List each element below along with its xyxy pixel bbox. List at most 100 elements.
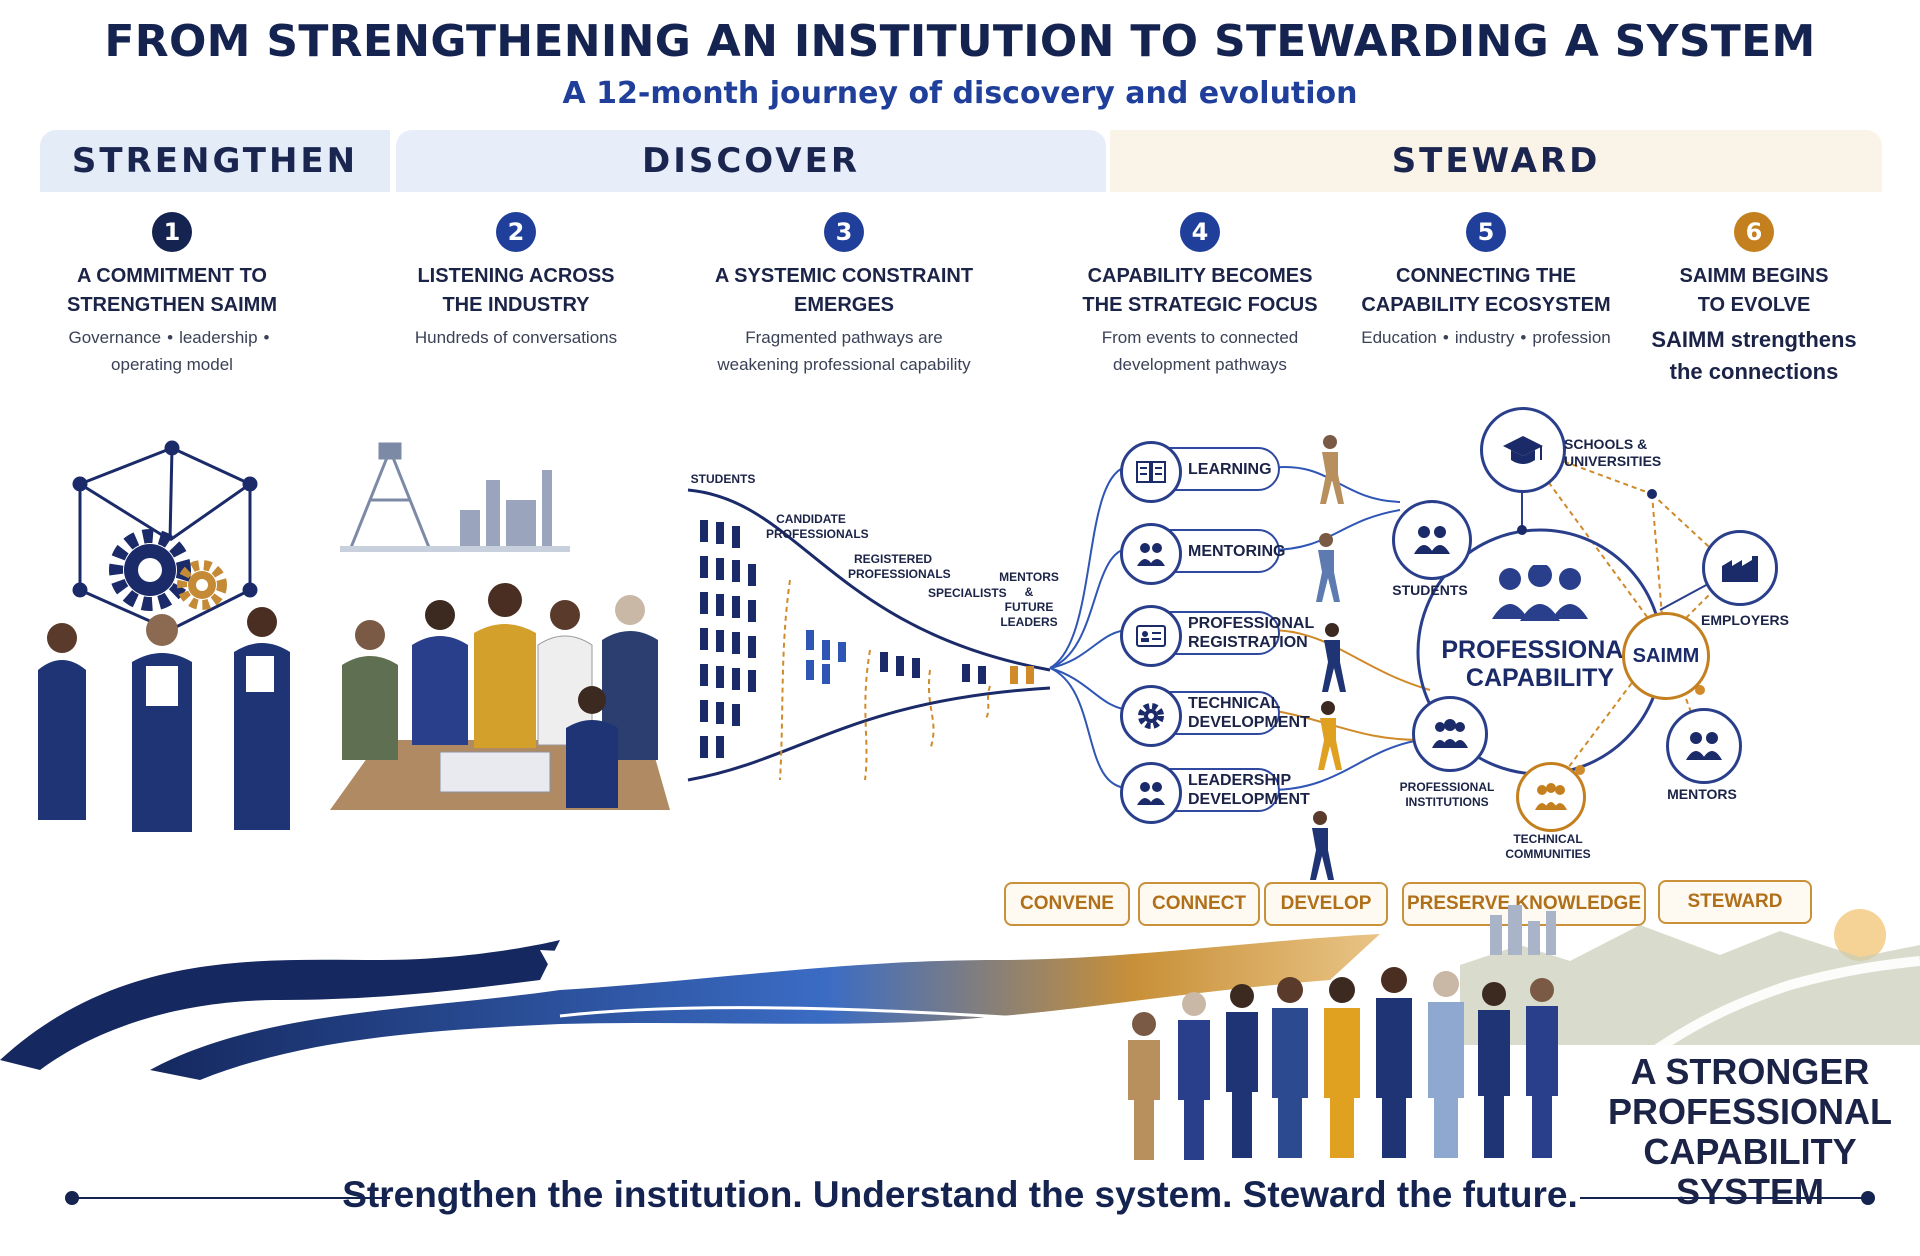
hub-label-line: PROFESSIONAL xyxy=(1441,636,1639,664)
candidates-icon xyxy=(806,630,846,684)
mentors-icon xyxy=(1010,666,1034,684)
crowd-illustration xyxy=(1128,967,1558,1160)
pathway-label-line: PROFESSIONAL xyxy=(1188,615,1315,632)
city-skyline-icon xyxy=(1490,905,1556,955)
node-label-line: COMMUNITIES xyxy=(1505,847,1591,861)
step-heading-line: A SYSTEMIC CONSTRAINT xyxy=(714,265,974,287)
step-heading-line: THE STRATEGIC FOCUS xyxy=(1082,294,1318,316)
listening-illustration xyxy=(330,442,670,810)
pathway-label: MENTORING xyxy=(1188,542,1285,561)
node-label-line: UNIVERSITIES xyxy=(1564,453,1662,469)
step-description-line: weakening professional capability xyxy=(717,355,971,374)
specialists-icon xyxy=(962,664,986,684)
hub-icon-box xyxy=(1470,563,1610,635)
funnel-label-line: CANDIDATE xyxy=(776,512,846,526)
mentors-icon xyxy=(1686,732,1722,760)
node-label-line: SCHOOLS & xyxy=(1564,436,1648,452)
label-employers: EMPLOYERS xyxy=(1701,612,1789,628)
chip-develop: DEVELOP xyxy=(1264,882,1388,926)
walking-figures xyxy=(1310,435,1346,880)
pathway-leadership-development: LEADERSHIP DEVELOPMENT xyxy=(1120,762,1310,824)
arrow-icon xyxy=(540,950,580,968)
pathway-label-line: MENTORING xyxy=(1188,542,1286,560)
step-description: Education•industry•profession xyxy=(1336,324,1636,351)
pathway-label-line: LEADERSHIP xyxy=(1188,772,1292,789)
step-1: 1 A COMMITMENT TO STRENGTHEN SAIMM Gover… xyxy=(22,212,322,378)
label-schools: SCHOOLS &UNIVERSITIES xyxy=(1564,436,1662,470)
node-label-line: PROFESSIONAL xyxy=(1399,780,1495,794)
desc-part: Governance xyxy=(68,328,162,347)
bullet-dot-icon: • xyxy=(1442,328,1449,347)
phase-strengthen-label: STRENGTHEN xyxy=(71,141,359,181)
mentor-pair-icon xyxy=(1120,523,1182,585)
mine-headframe-icon xyxy=(348,442,432,551)
step-heading-line: CONNECTING THE xyxy=(1396,265,1576,287)
step-6: 6 SAIMM BEGINS TO EVOLVE SAIMM strengthe… xyxy=(1604,212,1904,388)
students-crowd-icon xyxy=(700,520,756,758)
funnel-label-line: LEADERS xyxy=(1000,615,1058,629)
step-number: 5 xyxy=(1466,212,1506,252)
graduation-cap-icon xyxy=(1503,436,1543,464)
step-heading-line: THE INDUSTRY xyxy=(442,294,590,316)
funnel-label-line: PROFESSIONALS xyxy=(848,567,951,581)
gear-icon xyxy=(109,529,227,611)
sun-icon xyxy=(1834,909,1886,961)
page-title: FROM STRENGTHENING AN INSTITUTION TO STE… xyxy=(104,16,1816,67)
book-icon xyxy=(1120,441,1182,503)
rule-end-dot-icon xyxy=(1861,1191,1875,1205)
step-heading-line: CAPABILITY BECOMES xyxy=(1087,265,1313,287)
funnel-label-students: STUDENTS xyxy=(690,472,756,486)
node-professional-institutions xyxy=(1412,696,1488,772)
funnel-label-line: PROFESSIONALS xyxy=(766,527,869,541)
step-heading-line: SAIMM BEGINS xyxy=(1679,265,1829,287)
step-description-line: development pathways xyxy=(1113,355,1287,374)
funnel-top-edge xyxy=(687,488,1051,672)
step-heading-line: CAPABILITY ECOSYSTEM xyxy=(1361,294,1611,316)
ribbon-left xyxy=(0,940,560,1070)
tagline: Strengthen the institution. Understand t… xyxy=(342,1174,1578,1215)
students-icon xyxy=(1414,526,1450,554)
chip-convene: CONVENE xyxy=(1004,882,1130,926)
pathway-label: LEADERSHIP DEVELOPMENT xyxy=(1188,771,1310,809)
label-students: STUDENTS xyxy=(1392,582,1468,598)
saimm-label: SAIMM xyxy=(1632,644,1700,667)
team-meeting-icon xyxy=(330,583,670,810)
gear-icon xyxy=(1120,685,1182,747)
desc-part: operating model xyxy=(111,355,233,374)
step-heading-line: STRENGTHEN SAIMM xyxy=(67,294,277,316)
phase-strengthen: STRENGTHEN xyxy=(40,130,390,192)
step-heading-line: LISTENING ACROSS xyxy=(417,265,615,287)
bullet-dot-icon: • xyxy=(167,328,174,347)
pathway-label-line: DEVELOPMENT xyxy=(1188,714,1310,731)
institution-people-icon xyxy=(1432,719,1468,748)
leadership-icon xyxy=(1120,762,1182,824)
closing-line: PROFESSIONAL xyxy=(1607,1091,1893,1132)
node-technical-communities xyxy=(1516,762,1586,832)
pathway-label-line: LEARNING xyxy=(1188,460,1272,478)
step-description-line: the connections xyxy=(1669,359,1839,384)
bullet-dot-icon: • xyxy=(263,328,270,347)
hills xyxy=(1460,925,1920,1045)
desc-part: Education xyxy=(1361,328,1437,347)
refinery-icon xyxy=(460,470,552,550)
funnel-label-line: REGISTERED xyxy=(853,552,932,566)
pathway-mentoring: MENTORING xyxy=(1120,523,1285,585)
horizon-line xyxy=(340,546,570,552)
step-heading-line: EMERGES xyxy=(793,294,895,316)
pathway-professional-registration: PROFESSIONAL REGISTRATION xyxy=(1120,605,1314,667)
funnel-bottom-edge xyxy=(687,686,1051,782)
pathway-label-line: DEVELOPMENT xyxy=(1188,791,1310,808)
step-description-line: SAIMM strengthens xyxy=(1651,327,1857,352)
arrow-icon xyxy=(1040,1012,1070,1030)
factory-icon xyxy=(1722,556,1758,582)
step-number: 1 xyxy=(152,212,192,252)
chip-connect: CONNECT xyxy=(1138,882,1260,926)
pathway-label-line: REGISTRATION xyxy=(1188,634,1308,651)
people-group-icon xyxy=(1492,563,1588,621)
pathway-label: LEARNING xyxy=(1188,460,1272,479)
